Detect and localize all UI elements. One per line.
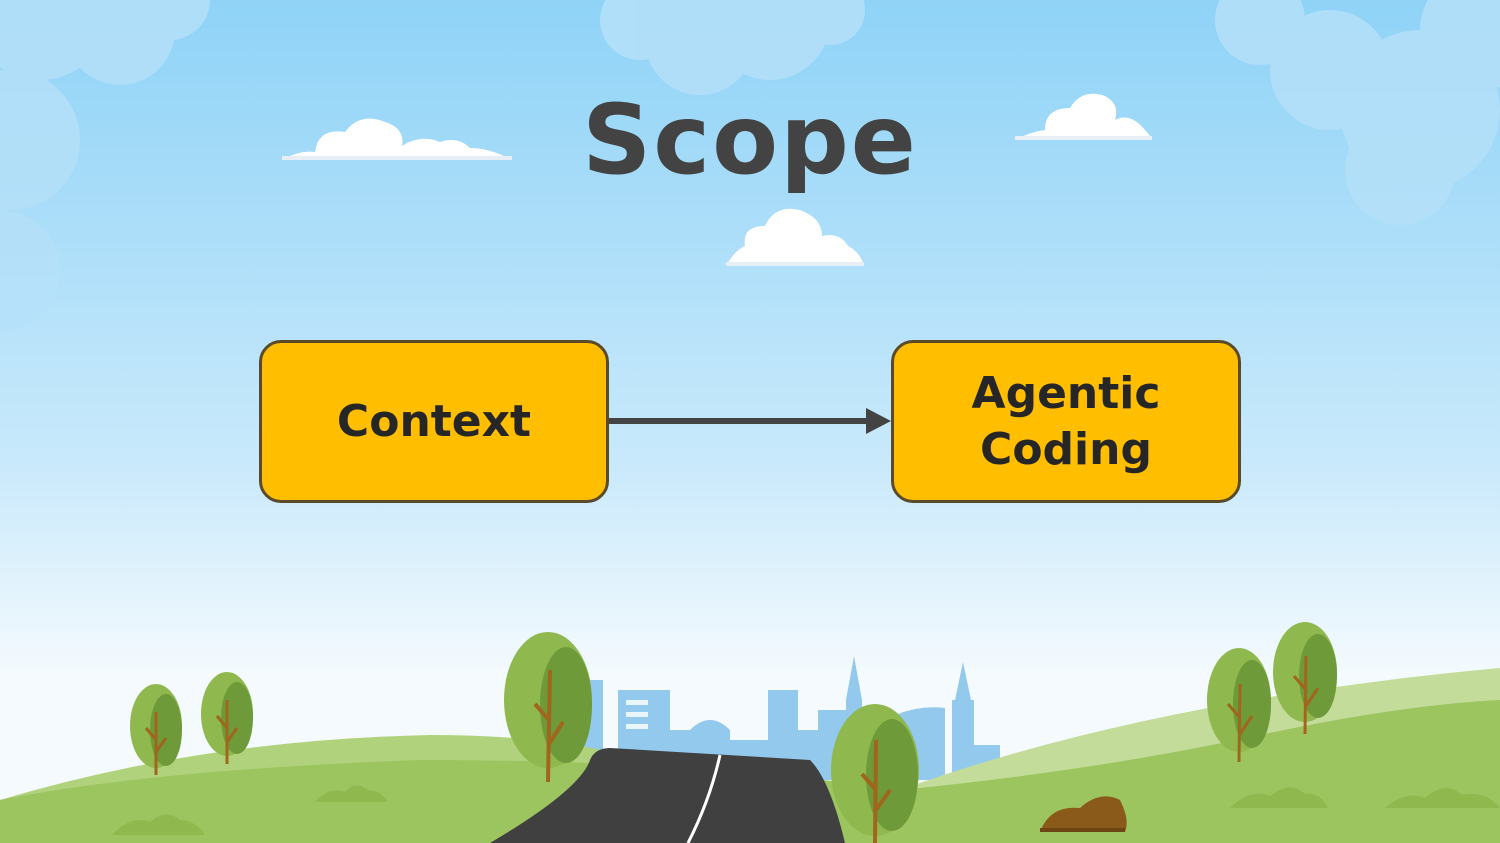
tree-icon xyxy=(1207,648,1271,763)
cloud-icon xyxy=(0,0,210,330)
road-icon xyxy=(490,748,845,843)
tree-icon xyxy=(1273,622,1337,735)
rock-icon xyxy=(1040,796,1127,832)
cloud-icon xyxy=(1215,0,1500,225)
cloud-icon xyxy=(282,118,512,160)
node-context: Context xyxy=(259,340,609,503)
cloud-icon xyxy=(1015,93,1152,140)
slide-title: Scope xyxy=(582,84,918,196)
tree-icon xyxy=(831,704,919,843)
ground xyxy=(0,700,1500,843)
cloud-icon xyxy=(726,208,864,266)
cloud-icon xyxy=(600,0,865,95)
tree-icon xyxy=(130,684,182,775)
node-agentic-coding: Agentic Coding xyxy=(891,340,1241,503)
tree-icon xyxy=(504,632,592,783)
tree-icon xyxy=(201,672,253,764)
